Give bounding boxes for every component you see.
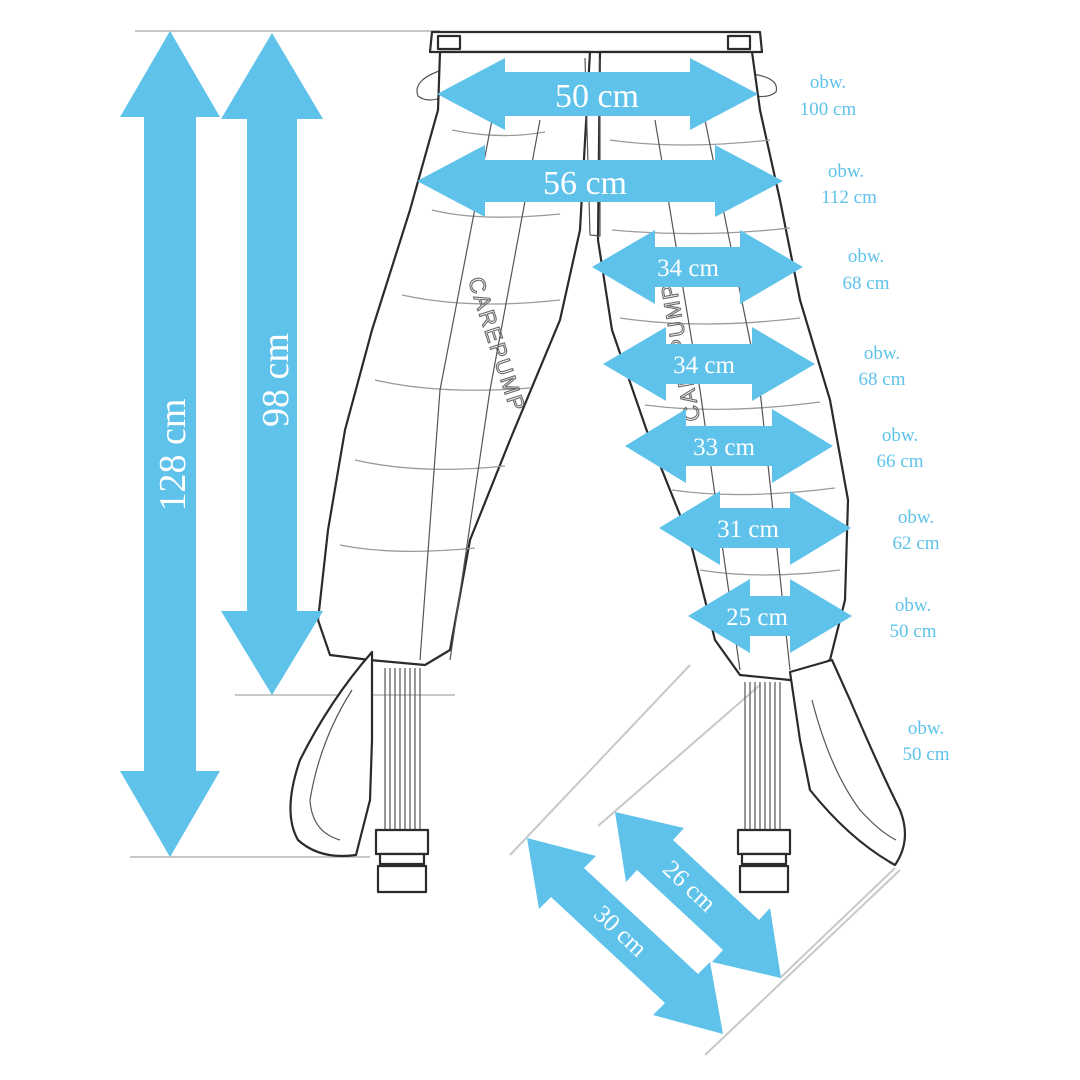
circumference-label: obw.: [898, 507, 934, 528]
horizontal-double-arrow: [625, 409, 833, 483]
circumference-value: 66 cm: [877, 451, 924, 472]
circumference-value: 62 cm: [893, 533, 940, 554]
circumference-labels: obw. 100 cm obw. 112 cm obw. 68 cm obw. …: [800, 72, 950, 765]
thigh-width-2-label: 34 cm: [673, 352, 735, 379]
vertical-double-arrow: [221, 33, 323, 695]
leg-length-dimension: 98 cm: [221, 33, 323, 695]
left-foot-loop: [289, 650, 374, 858]
circumference-label: obw.: [882, 425, 918, 446]
hip-width-label: 56 cm: [543, 165, 627, 202]
left-leg: [316, 50, 592, 667]
ankle-width-label: 25 cm: [726, 604, 788, 631]
circumference-label: obw.: [828, 161, 864, 182]
diagonal-double-arrow: [615, 812, 781, 978]
circumference-value: 50 cm: [903, 744, 950, 765]
calf-width-dimension: 31 cm: [659, 491, 851, 565]
total-length-label: 128 cm: [152, 399, 194, 512]
circumference-value: 50 cm: [890, 621, 937, 642]
waist-buckle-left: [436, 34, 462, 51]
waistband: [428, 30, 764, 54]
calf-width-label: 31 cm: [717, 516, 779, 543]
circumference-label: obw.: [848, 246, 884, 267]
horizontal-double-arrow: [592, 230, 803, 304]
vertical-double-arrow: [120, 31, 220, 857]
circumference-label: obw.: [908, 718, 944, 739]
horizontal-double-arrow: [659, 491, 851, 565]
knee-width-dimension: 33 cm: [625, 409, 833, 483]
ankle-width-dimension: 25 cm: [688, 579, 852, 653]
horizontal-double-arrow: [603, 327, 815, 401]
horizontal-double-arrow: [417, 145, 783, 217]
right-foot-loop: [788, 658, 907, 867]
hose-connector-left: [374, 668, 430, 894]
circumference-value: 112 cm: [821, 187, 877, 208]
circumference-value: 68 cm: [843, 273, 890, 294]
circumference-label: obw.: [864, 343, 900, 364]
waist-width-label: 50 cm: [555, 78, 639, 115]
leg-length-label: 98 cm: [255, 333, 297, 427]
circumference-label: obw.: [810, 72, 846, 93]
circumference-value: 100 cm: [800, 99, 857, 120]
hose-connector-right: [736, 682, 792, 894]
side-loop-left: [416, 69, 447, 101]
horizontal-double-arrow: [437, 58, 758, 130]
waist-width-dimension: 50 cm: [437, 58, 758, 130]
thigh-width-2-dimension: 34 cm: [603, 327, 815, 401]
thigh-width-1-label: 34 cm: [657, 255, 719, 282]
diagonal-double-arrow: [527, 838, 723, 1034]
total-length-dimension: 128 cm: [120, 31, 220, 857]
hip-width-dimension: 56 cm: [417, 145, 783, 217]
thigh-width-1-dimension: 34 cm: [592, 230, 803, 304]
waist-buckle-right: [726, 34, 752, 51]
circumference-label: obw.: [895, 595, 931, 616]
horizontal-double-arrow: [688, 579, 852, 653]
circumference-value: 68 cm: [859, 369, 906, 390]
knee-width-label: 33 cm: [693, 434, 755, 461]
